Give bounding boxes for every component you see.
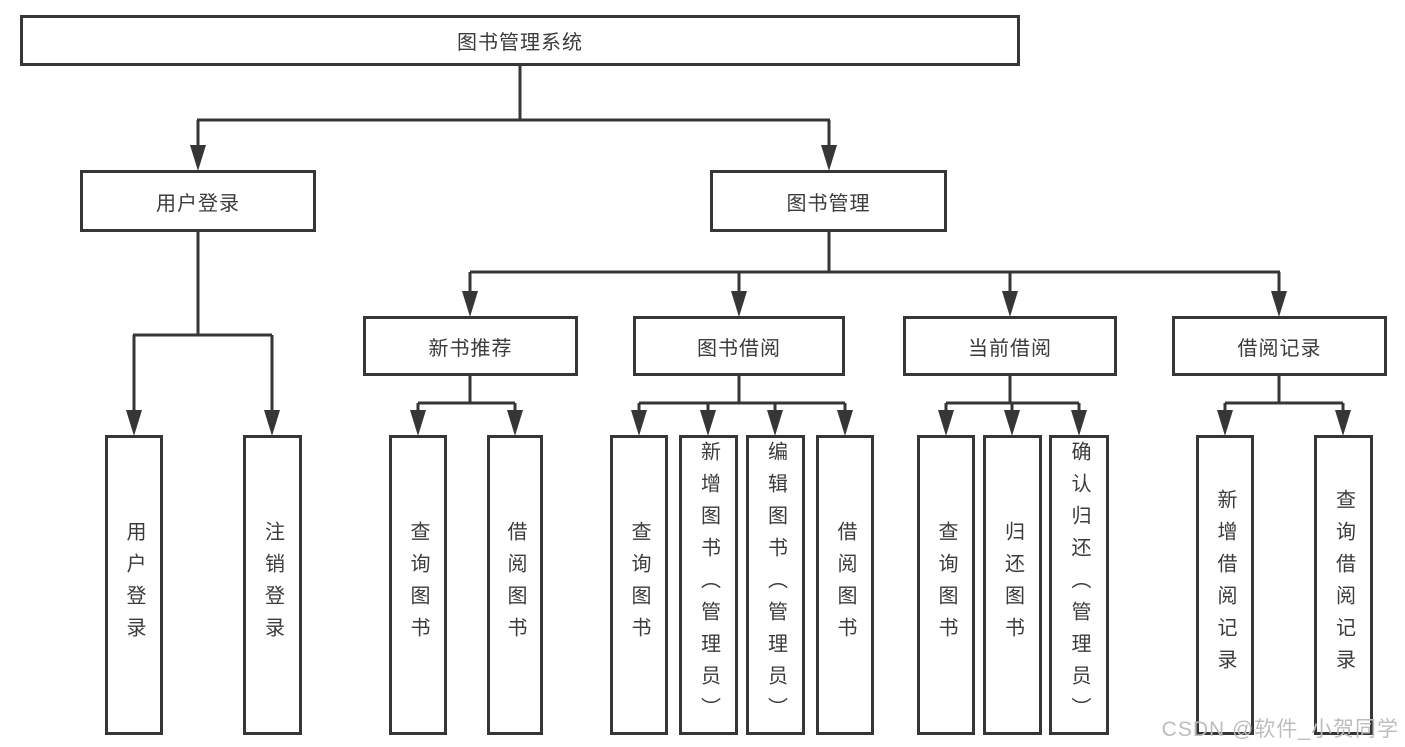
leaf-logout-label: 注销登录 <box>261 521 284 649</box>
leaf-return-books: 归还图书 <box>983 435 1042 735</box>
leaf-query-books-borrowing-label: 查询图书 <box>628 521 650 649</box>
csdn-watermark: CSDN @软件_小贺同学 <box>1161 718 1399 741</box>
leaf-confirm-return-admin-label: 确认归还（管理员） <box>1068 441 1090 729</box>
leaf-query-books-current: 查询图书 <box>917 435 975 735</box>
leaf-borrow-books-borrowing-label: 借阅图书 <box>834 521 856 649</box>
leaf-query-books-recommend-label: 查询图书 <box>407 521 429 649</box>
leaf-query-books-borrowing: 查询图书 <box>610 435 668 735</box>
leaf-user-login: 用户登录 <box>105 435 163 735</box>
leaf-add-borrow-record: 新增借阅记录 <box>1196 435 1254 735</box>
leaf-borrow-books-recommend: 借阅图书 <box>487 435 543 735</box>
leaf-edit-books-admin: 编辑图书（管理员） <box>746 435 805 735</box>
leaf-confirm-return-admin: 确认归还（管理员） <box>1049 435 1109 735</box>
leaf-query-borrow-record-label: 查询借阅记录 <box>1332 489 1355 681</box>
node-new-book-recommend: 新书推荐 <box>363 316 578 376</box>
leaf-query-borrow-record: 查询借阅记录 <box>1314 435 1373 735</box>
node-book-borrowing: 图书借阅 <box>633 316 845 376</box>
leaf-add-books-admin-label: 新增图书（管理员） <box>697 441 720 729</box>
leaf-query-books-recommend: 查询图书 <box>389 435 447 735</box>
leaf-return-books-label: 归还图书 <box>1001 521 1024 649</box>
leaf-edit-books-admin-label: 编辑图书（管理员） <box>764 441 787 729</box>
leaf-user-login-label: 用户登录 <box>123 521 145 649</box>
leaf-query-books-current-label: 查询图书 <box>935 521 957 649</box>
leaf-add-borrow-record-label: 新增借阅记录 <box>1214 489 1236 681</box>
leaf-borrow-books-borrowing: 借阅图书 <box>816 435 874 735</box>
node-current-borrowing: 当前借阅 <box>903 316 1117 376</box>
leaf-logout: 注销登录 <box>243 435 302 735</box>
node-borrow-records: 借阅记录 <box>1172 316 1387 376</box>
node-library-management-system: 图书管理系统 <box>20 15 1020 66</box>
node-book-management: 图书管理 <box>710 170 947 232</box>
leaf-add-books-admin: 新增图书（管理员） <box>679 435 738 735</box>
leaf-borrow-books-recommend-label: 借阅图书 <box>504 521 526 649</box>
node-user-login: 用户登录 <box>80 170 316 232</box>
